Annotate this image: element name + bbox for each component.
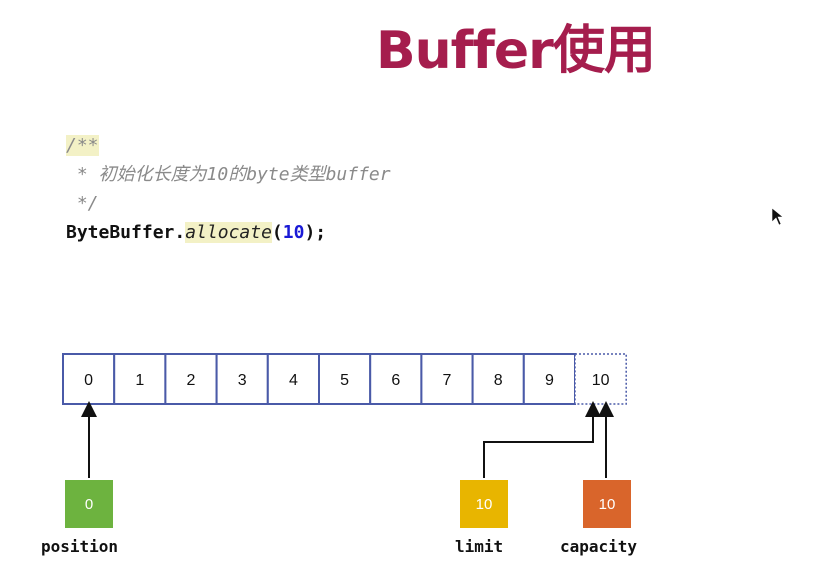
code-snippet: /** * 初始化长度为10的byte类型buffer */ ByteBuffe… — [66, 131, 391, 247]
buffer-cell-index: 10 — [592, 372, 610, 389]
buffer-cell-index: 9 — [545, 372, 554, 389]
limit-arrow — [483, 401, 601, 478]
buffer-cell-index: 0 — [84, 372, 93, 389]
buffer-cell — [318, 353, 372, 405]
buffer-cell-index: 3 — [238, 372, 247, 389]
buffer-cell-index: 4 — [289, 372, 298, 389]
buffer-cell — [164, 353, 218, 405]
buffer-cell — [522, 353, 576, 405]
buffer-cells: 0 1 2 3 4 5 6 7 8 9 10 — [62, 353, 627, 405]
buffer-cell — [574, 353, 627, 405]
buffer-cell-index: 7 — [443, 372, 452, 389]
buffer-cell-index: 5 — [340, 372, 349, 389]
comment-line: * 初始化长度为10的byte类型buffer — [66, 164, 391, 185]
buffer-cell-index: 2 — [187, 372, 196, 389]
limit-label: limit — [455, 537, 504, 556]
buffer-cell — [215, 353, 269, 405]
buffer-cell — [266, 353, 320, 405]
limit-badge: 10 — [460, 480, 508, 528]
code-statement: ByteBuffer.allocate(10); — [66, 222, 327, 243]
buffer-cell — [369, 353, 423, 405]
buffer-cell-index: 1 — [135, 372, 144, 389]
comment-open: /** — [66, 135, 99, 156]
comment-close: */ — [66, 193, 99, 214]
buffer-cell-index: 6 — [391, 372, 400, 389]
buffer-cell — [62, 353, 116, 405]
capacity-badge: 10 — [583, 480, 631, 528]
buffer-cell-index: 8 — [494, 372, 503, 389]
buffer-cell — [113, 353, 167, 405]
capacity-label: capacity — [560, 537, 638, 556]
page-title: Buffer使用 — [376, 21, 656, 81]
mouse-cursor-icon — [771, 207, 784, 226]
position-label: position — [41, 537, 119, 556]
position-badge: 0 — [65, 480, 113, 528]
